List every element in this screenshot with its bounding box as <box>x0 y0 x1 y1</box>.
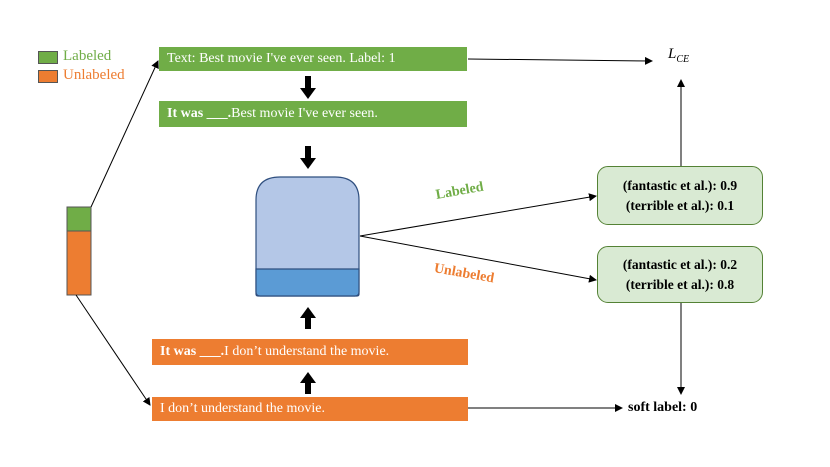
loss-symbol: L <box>668 46 677 62</box>
unlabeled-prompt-sentence: I don’t understand the movie. <box>224 344 390 359</box>
block-arrow-up-2 <box>300 372 316 394</box>
legend-unlabeled-label: Unlabeled <box>63 67 125 83</box>
soft-label: soft label: 0 <box>628 400 698 415</box>
unlabeled-prompt-template: It was ___. <box>160 344 225 359</box>
arrow-labeled-branch <box>359 193 597 237</box>
labeled-output-box: (fantastic et al.): 0.9 (terrible et al.… <box>597 166 763 225</box>
labeled-prompt-sentence: Best movie I've ever seen. <box>231 106 378 121</box>
unlabeled-output-box: (fantastic et al.): 0.2 (terrible et al.… <box>597 246 763 303</box>
data-bar-labeled <box>66 206 92 232</box>
legend-labeled-label: Labeled <box>63 48 112 64</box>
labeled-prompt-box: It was ___. Best movie I've ever seen. <box>159 101 467 127</box>
block-arrow-up-1 <box>300 307 316 329</box>
loss-subscript: CE <box>676 54 690 65</box>
arrow-unlabeled-branch <box>359 235 597 283</box>
labeled-text: Text: Best movie I've ever seen. Label: … <box>167 51 396 66</box>
unlabeled-text: I don’t understand the movie. <box>160 401 325 416</box>
legend-unlabeled-swatch <box>38 70 58 83</box>
arrow-to-unlabeled-text <box>75 294 151 406</box>
arrow-to-labeled-text <box>90 60 159 208</box>
block-arrow-down-2 <box>300 146 316 169</box>
data-bar-unlabeled <box>66 230 92 296</box>
unlabeled-output-positive: (fantastic et al.): 0.2 <box>622 256 738 272</box>
legend-labeled-swatch <box>38 51 58 64</box>
arrow-to-loss <box>467 56 653 65</box>
model-block-head <box>255 268 360 297</box>
unlabeled-output-negative: (terrible et al.): 0.8 <box>625 276 735 292</box>
block-arrow-down-1 <box>300 76 316 99</box>
labeled-text-box: Text: Best movie I've ever seen. Label: … <box>159 47 467 71</box>
unlabeled-text-box: I don’t understand the movie. <box>152 397 468 421</box>
labeled-output-positive: (fantastic et al.): 0.9 <box>622 177 738 193</box>
labeled-output-negative: (terrible et al.): 0.1 <box>625 197 735 213</box>
loss-label: LCE <box>668 46 689 65</box>
labeled-prompt-template: It was ___. <box>167 106 232 121</box>
unlabeled-prompt-box: It was ___. I don’t understand the movie… <box>152 339 468 365</box>
